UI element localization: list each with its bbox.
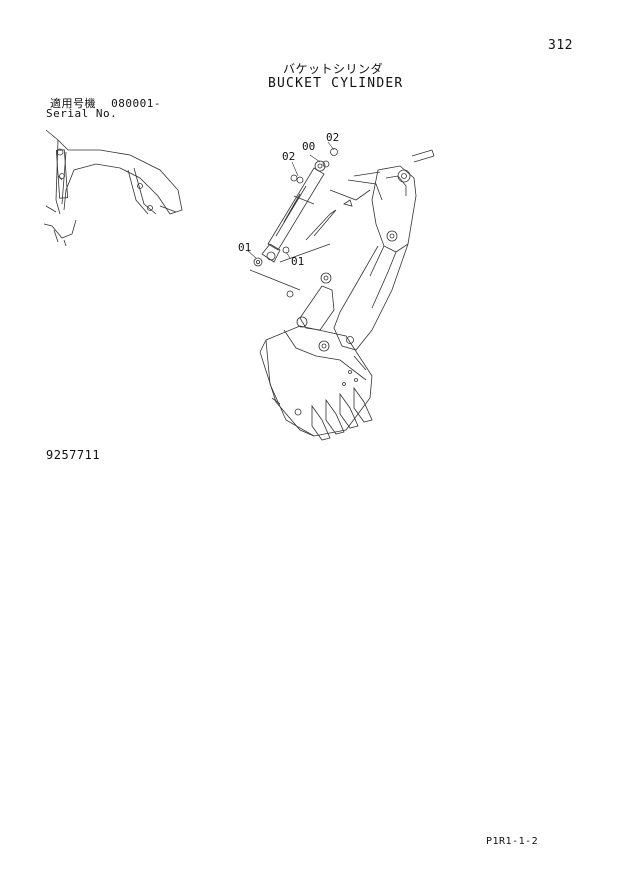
serial-applicability: 適用号機 080001-: [50, 95, 161, 111]
serial-label-english: Serial No.: [46, 107, 118, 120]
bucket-cylinder-drawing: [249, 148, 353, 291]
serial-value: 080001-: [111, 97, 161, 110]
excavator-thumbnail: [43, 129, 183, 247]
serial-label-japanese: 適用号機: [50, 97, 96, 110]
callout-01-right: 01: [291, 255, 305, 268]
page-number: 312: [548, 38, 573, 53]
page-title: BUCKET CYLINDER: [268, 76, 404, 91]
arm-drawing: [329, 149, 435, 351]
callout-leaders: [247, 141, 335, 259]
bucket-drawing: [259, 272, 373, 441]
catalog-number: 9257711: [46, 448, 101, 462]
callout-02-left: 02: [282, 150, 296, 163]
page-title-japanese: バケットシリンダ: [283, 62, 384, 76]
callout-01-left: 01: [238, 241, 252, 254]
callout-00: 00: [302, 140, 316, 153]
footer-code: P1R1-1-2: [486, 836, 539, 847]
callout-02-top: 02: [326, 131, 340, 144]
